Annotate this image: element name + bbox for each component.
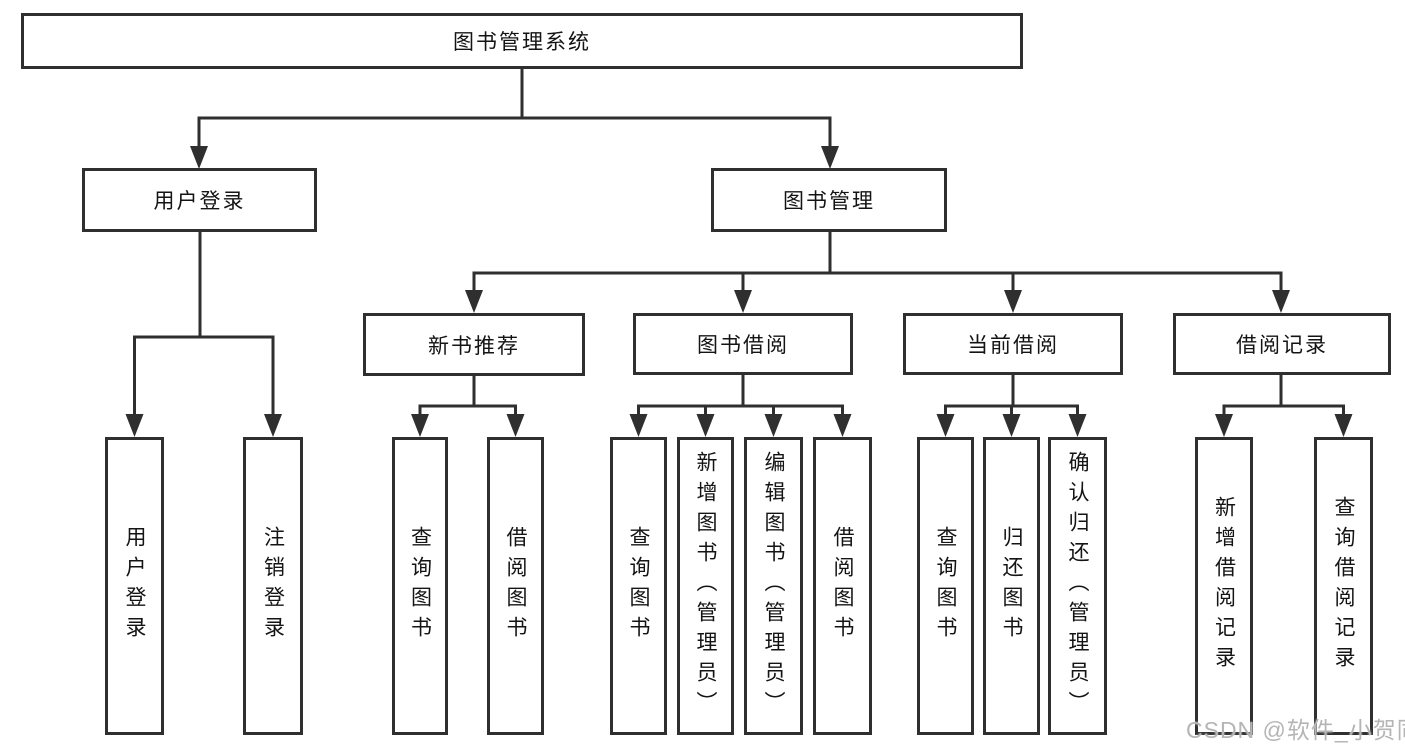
node-book-borrow: 图书借阅 xyxy=(633,313,853,375)
node-user-login: 用户登录 xyxy=(82,168,317,232)
node-book-management-label: 图书管理 xyxy=(783,190,875,213)
leaf-node-return-books: 归还图书 xyxy=(983,437,1040,735)
node-borrow-records-label: 借阅记录 xyxy=(1236,334,1328,357)
leaf-node-search-books-current-label: 查询图书 xyxy=(934,526,957,646)
node-new-book-recommend: 新书推荐 xyxy=(363,313,585,376)
node-new-book-recommend-label: 新书推荐 xyxy=(428,334,520,358)
leaf-node-search-borrow-record-label: 查询借阅记录 xyxy=(1332,496,1355,676)
csdn-watermark: CSDN @软件_小贺同学 xyxy=(1186,717,1405,743)
leaf-node-search-books-borrow: 查询图书 xyxy=(610,437,667,735)
leaf-node-search-borrow-record: 查询借阅记录 xyxy=(1314,437,1373,735)
leaf-node-edit-books-admin-label: 编辑图书（管理员） xyxy=(762,451,785,721)
leaf-node-borrow-books: 借阅图书 xyxy=(813,437,872,735)
leaf-node-user-login: 用户登录 xyxy=(105,437,164,735)
connector-root-to-level2 xyxy=(190,68,839,169)
leaf-node-add-borrow-record-label: 新增借阅记录 xyxy=(1212,496,1236,676)
node-book-management: 图书管理 xyxy=(711,168,947,232)
connector-user-login-to-children xyxy=(125,232,282,437)
connector-book-borrow-to-children xyxy=(629,375,852,437)
leaf-node-search-books-recommend: 查询图书 xyxy=(392,437,448,735)
node-book-borrow-label: 图书借阅 xyxy=(697,334,789,357)
node-current-borrow-label: 当前借阅 xyxy=(967,334,1059,357)
leaf-node-confirm-return-admin-label: 确认归还（管理员） xyxy=(1066,451,1089,721)
leaf-node-logout: 注销登录 xyxy=(243,437,303,735)
leaf-node-search-books-recommend-label: 查询图书 xyxy=(408,526,432,646)
node-root-library-system: 图书管理系统 xyxy=(21,13,1023,69)
leaf-node-edit-books-admin: 编辑图书（管理员） xyxy=(744,437,803,735)
leaf-node-confirm-return-admin: 确认归还（管理员） xyxy=(1048,437,1107,735)
connector-current-borrow-to-children xyxy=(936,375,1087,437)
leaf-node-borrow-books-recommend: 借阅图书 xyxy=(487,437,544,735)
node-current-borrow: 当前借阅 xyxy=(903,313,1123,375)
connector-new-book-recommend-to-children xyxy=(411,376,525,437)
leaf-node-borrow-books-label: 借阅图书 xyxy=(831,526,854,646)
leaf-node-search-books-borrow-label: 查询图书 xyxy=(627,526,650,646)
node-root-label: 图书管理系统 xyxy=(453,31,591,54)
leaf-node-borrow-books-recommend-label: 借阅图书 xyxy=(504,526,527,646)
connector-book-management-to-level3 xyxy=(465,232,1290,313)
leaf-node-search-books-current: 查询图书 xyxy=(917,437,974,735)
leaf-node-logout-label: 注销登录 xyxy=(261,526,285,646)
leaf-node-add-borrow-record: 新增借阅记录 xyxy=(1195,437,1253,735)
node-borrow-records: 借阅记录 xyxy=(1173,313,1391,375)
leaf-node-add-books-admin: 新增图书（管理员） xyxy=(677,437,734,735)
node-user-login-label: 用户登录 xyxy=(153,190,246,213)
leaf-node-return-books-label: 归还图书 xyxy=(1000,526,1023,646)
leaf-node-user-login-label: 用户登录 xyxy=(123,526,146,646)
leaf-node-add-books-admin-label: 新增图书（管理员） xyxy=(694,451,717,721)
connector-borrow-records-to-children xyxy=(1215,375,1353,437)
